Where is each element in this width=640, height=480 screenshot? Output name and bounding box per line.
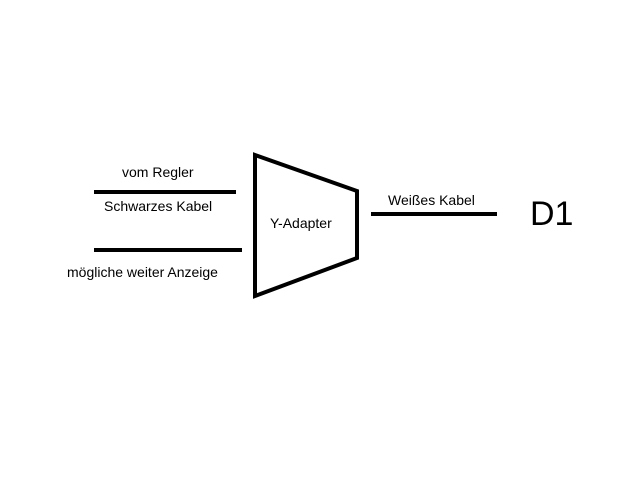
label-y-adapter: Y-Adapter <box>270 215 332 231</box>
label-from-regulator: vom Regler <box>122 164 194 180</box>
label-white-cable: Weißes Kabel <box>388 192 475 208</box>
label-possible-display: mögliche weiter Anzeige <box>67 264 218 280</box>
white-cable-line <box>371 212 497 216</box>
display-cable-line <box>94 248 242 252</box>
black-cable-line <box>94 190 236 194</box>
label-black-cable: Schwarzes Kabel <box>104 198 213 214</box>
destination-label-d1: D1 <box>530 195 574 233</box>
